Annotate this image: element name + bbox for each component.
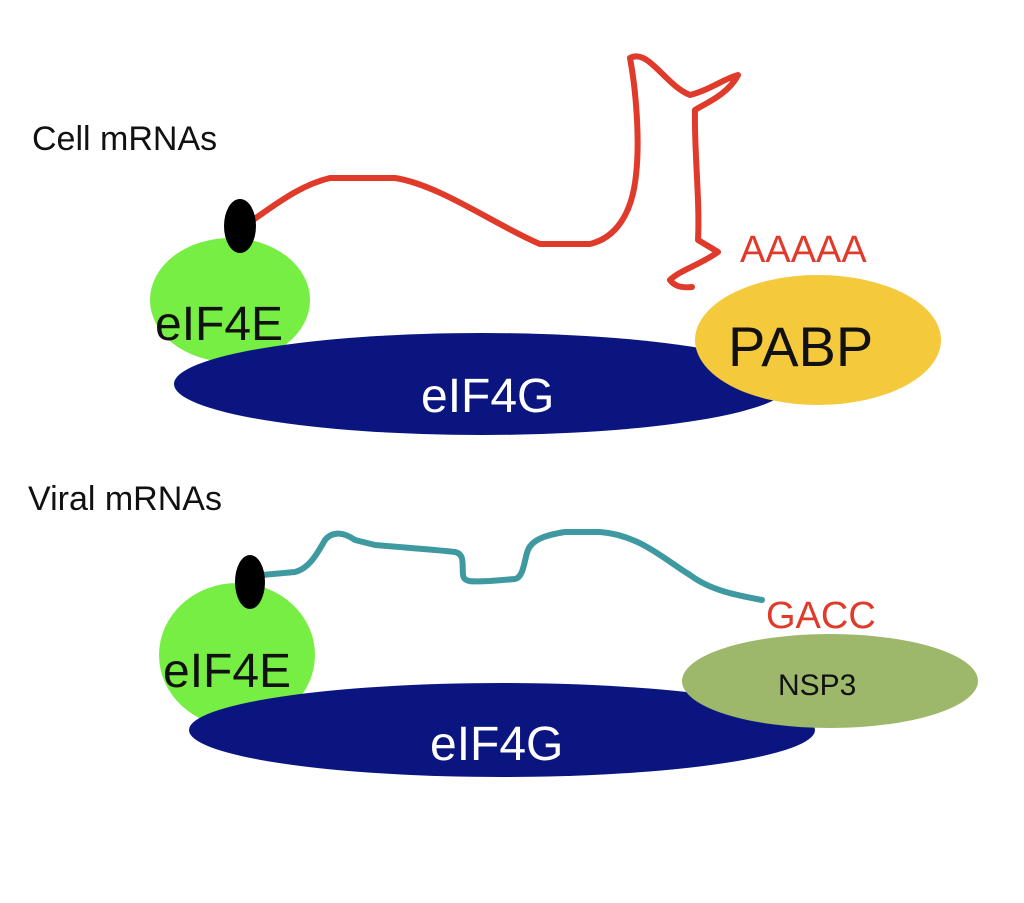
viral-gacc-label: GACC bbox=[766, 595, 876, 637]
viral-nsp3-label: NSP3 bbox=[778, 669, 856, 702]
viral-mrna-strand bbox=[259, 529, 765, 603]
viral-nsp3-protein bbox=[682, 634, 978, 728]
cell-eif4g-protein bbox=[174, 333, 790, 435]
cell-mrna-strand bbox=[247, 53, 741, 291]
cell-panel-title: Cell mRNAs bbox=[32, 120, 217, 158]
cell-poly-a-tail-label: AAAAA bbox=[740, 229, 867, 271]
cell-eif4g-label: eIF4G bbox=[421, 370, 554, 423]
cell-eif4e-protein bbox=[150, 238, 310, 362]
viral-eif4g-protein bbox=[189, 683, 815, 777]
viral-mrna-panel: Viral mRNAs eIF4E eIF4G NSP3 GACC bbox=[28, 480, 978, 777]
viral-eif4e-protein bbox=[159, 583, 315, 727]
viral-eif4e-label: eIF4E bbox=[163, 645, 291, 698]
cell-eif4e-label: eIF4E bbox=[155, 298, 283, 351]
viral-cap-structure bbox=[235, 555, 265, 609]
cell-pabp-protein bbox=[695, 275, 941, 405]
viral-panel-title: Viral mRNAs bbox=[28, 480, 222, 518]
cell-mrna-panel: Cell mRNAs eIF4E eIF4G PABP AAAAA bbox=[32, 53, 941, 435]
viral-eif4g-label: eIF4G bbox=[430, 718, 563, 771]
cell-cap-structure bbox=[224, 199, 256, 253]
cell-pabp-label: PABP bbox=[728, 315, 873, 378]
